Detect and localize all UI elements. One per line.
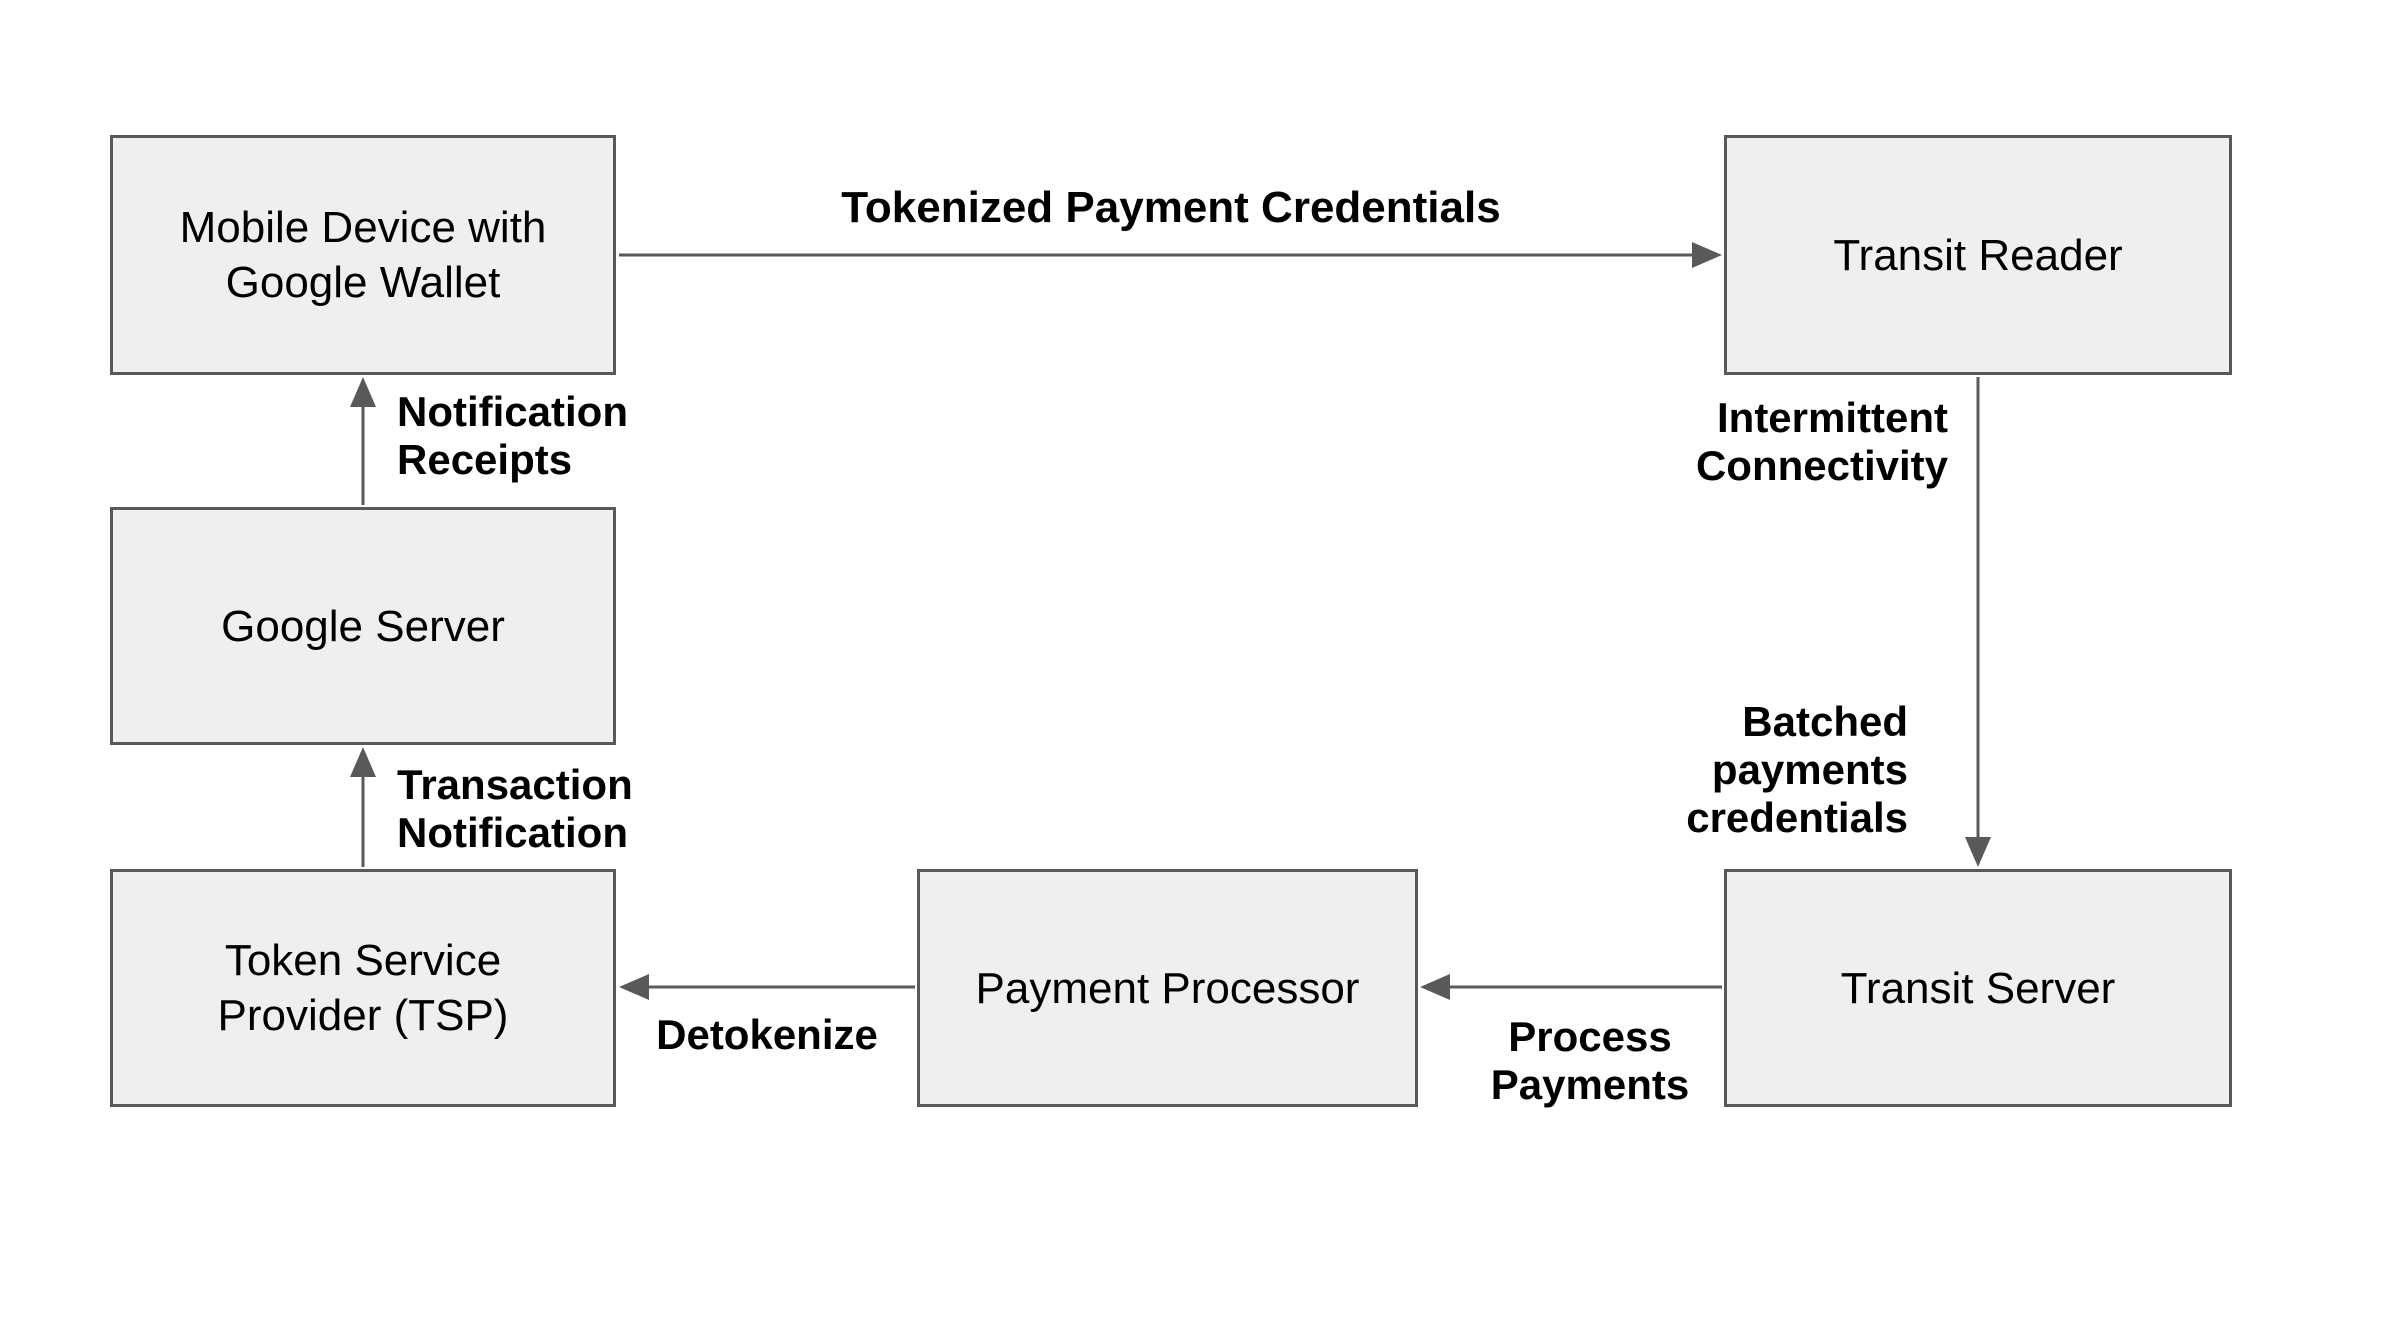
- arrow-reader-to-transit-server: [1965, 377, 1991, 867]
- edge-label-tokenized-payment-credentials: Tokenized Payment Credentials: [841, 183, 1501, 232]
- node-tsp: Token Service Provider (TSP): [110, 869, 616, 1107]
- arrow-transit-server-to-processor: [1420, 974, 1722, 1000]
- node-google-server: Google Server: [110, 507, 616, 745]
- edge-label-transaction-notification: Transaction Notification: [397, 761, 633, 856]
- node-transit-reader: Transit Reader: [1724, 135, 2232, 375]
- edge-label-process-payments: Process Payments: [1490, 1013, 1690, 1108]
- node-transit-server-label: Transit Server: [1840, 963, 2116, 1013]
- arrow-mobile-to-reader: [619, 242, 1722, 268]
- arrow-tsp-to-google-server: [350, 747, 376, 867]
- edge-label-intermittent-connectivity: Intermittent Connectivity: [1695, 394, 1948, 489]
- node-google-server-label: Google Server: [221, 601, 505, 651]
- node-mobile-device: Mobile Device with Google Wallet: [110, 135, 616, 375]
- arrow-google-server-to-mobile: [350, 377, 376, 505]
- node-payment-processor-label: Payment Processor: [975, 963, 1360, 1013]
- edge-label-notification-receipts: Notification Receipts: [397, 388, 628, 483]
- edge-label-detokenize: Detokenize: [656, 1011, 878, 1058]
- node-tsp-label: Token Service Provider (TSP): [217, 936, 509, 1040]
- node-payment-processor: Payment Processor: [917, 869, 1418, 1107]
- node-transit-reader-label: Transit Reader: [1833, 230, 2123, 280]
- node-transit-server: Transit Server: [1724, 869, 2232, 1107]
- node-mobile-device-label: Mobile Device with Google Wallet: [179, 203, 547, 307]
- arrow-processor-to-tsp: [619, 974, 915, 1000]
- edge-label-batched-payments-credentials: Batched payments credentials: [1686, 698, 1908, 841]
